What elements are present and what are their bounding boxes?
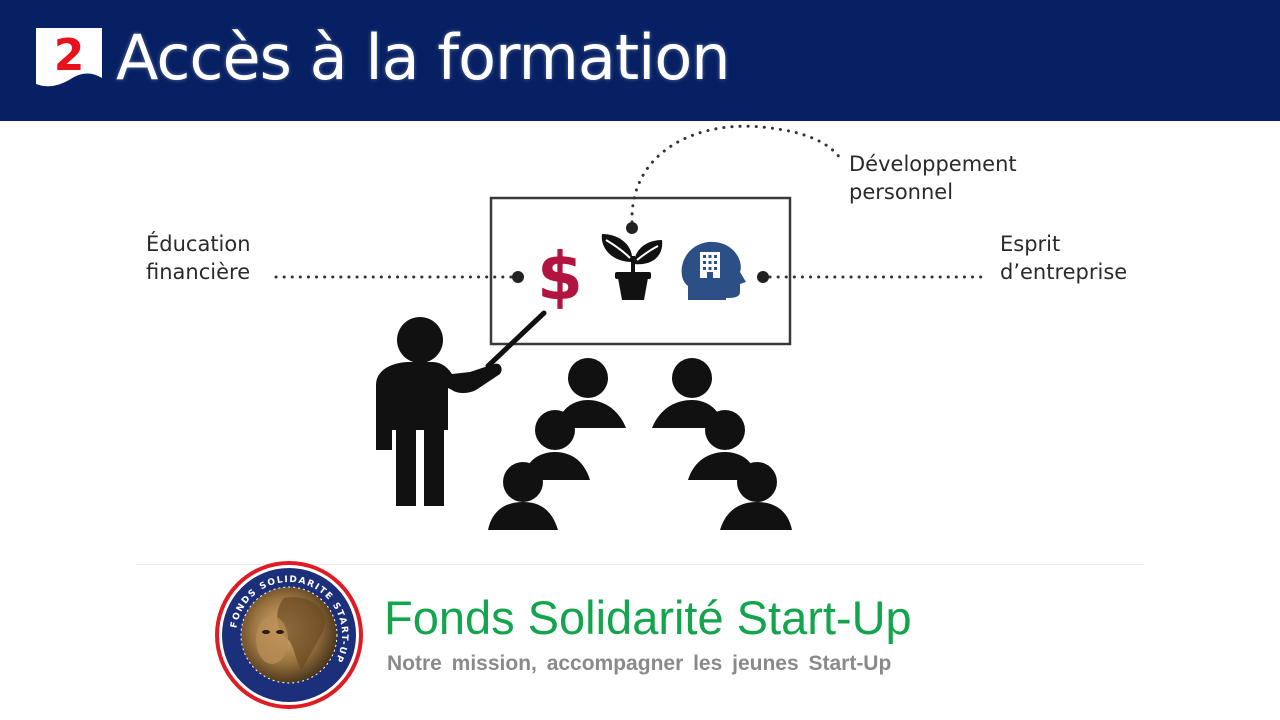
left-connector-dot xyxy=(512,271,524,283)
footer-divider xyxy=(136,564,1144,565)
right-connector-dot xyxy=(757,271,769,283)
organization-name: Fonds Solidarité Start-Up xyxy=(384,591,912,644)
slide-number: 2 xyxy=(53,30,85,81)
svg-text:$: $ xyxy=(537,238,583,315)
top-connector xyxy=(630,124,842,224)
label-financial-education-line2: financière xyxy=(146,260,251,284)
label-financial-education-line1: Éducation xyxy=(146,232,251,256)
label-financial-education: Éducation financière xyxy=(146,230,251,286)
organization-logo: FONDS SOLIDARITE START-UP xyxy=(215,561,363,709)
label-entrepreneurship-line1: Esprit xyxy=(1000,232,1061,256)
head-gear-icon xyxy=(681,241,746,300)
label-personal-development-line1: Développement xyxy=(849,152,1017,176)
slide-header: 2 Accès à la formation xyxy=(0,0,1280,121)
dollar-icon: $ xyxy=(537,238,583,315)
label-entrepreneurship-line2: d’entreprise xyxy=(1000,260,1128,284)
teacher-icon xyxy=(376,310,547,506)
whiteboard xyxy=(489,196,792,346)
training-illustration: $ xyxy=(274,124,987,530)
plant-icon xyxy=(601,234,663,300)
organization-tagline: Notre mission, accompagner les jeunes St… xyxy=(387,652,892,675)
label-personal-development-line2: personnel xyxy=(849,180,954,204)
label-entrepreneurship: Esprit d’entreprise xyxy=(1000,230,1127,286)
top-connector-dot xyxy=(626,222,638,234)
label-personal-development: Développement personnel xyxy=(849,150,1017,206)
student-icon xyxy=(488,358,792,530)
slide-title: Accès à la formation xyxy=(116,21,731,94)
slide-number-badge: 2 xyxy=(36,28,102,90)
